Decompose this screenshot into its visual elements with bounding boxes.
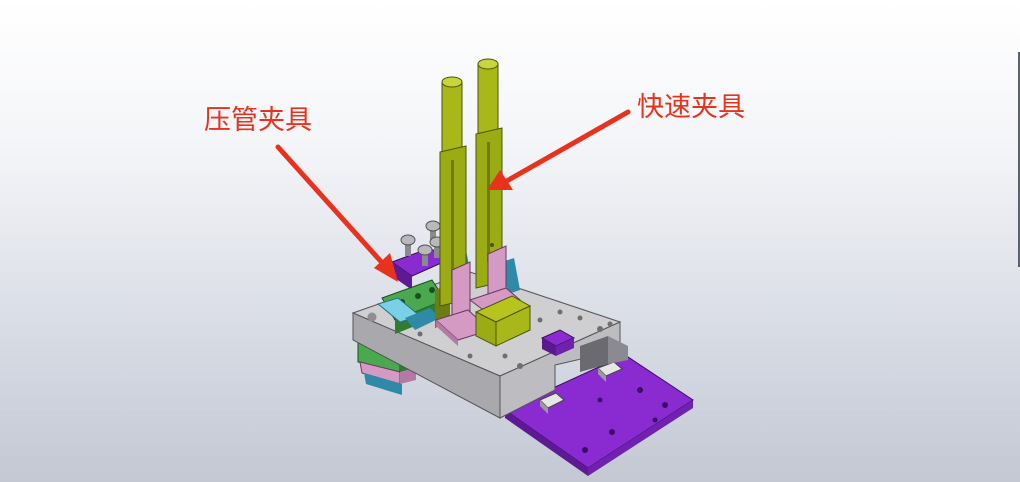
quick-clamp-label: 快速夹具 bbox=[637, 92, 745, 123]
olive-clamp-blocks bbox=[474, 295, 532, 347]
knob-screw bbox=[417, 244, 433, 266]
arrow-right bbox=[487, 109, 631, 190]
pipe-clamp-label: 压管夹具 bbox=[204, 105, 312, 136]
bottom-plate bbox=[503, 354, 694, 476]
arrow-left bbox=[275, 144, 398, 282]
connector-blocks bbox=[539, 361, 623, 414]
viewport-edge bbox=[1018, 52, 1020, 267]
pink-clamp-bases bbox=[435, 245, 521, 346]
knob-screw bbox=[400, 234, 416, 256]
side-bracket bbox=[580, 336, 628, 372]
handle-block bbox=[540, 329, 576, 356]
quick-clamp-rods bbox=[439, 58, 503, 307]
